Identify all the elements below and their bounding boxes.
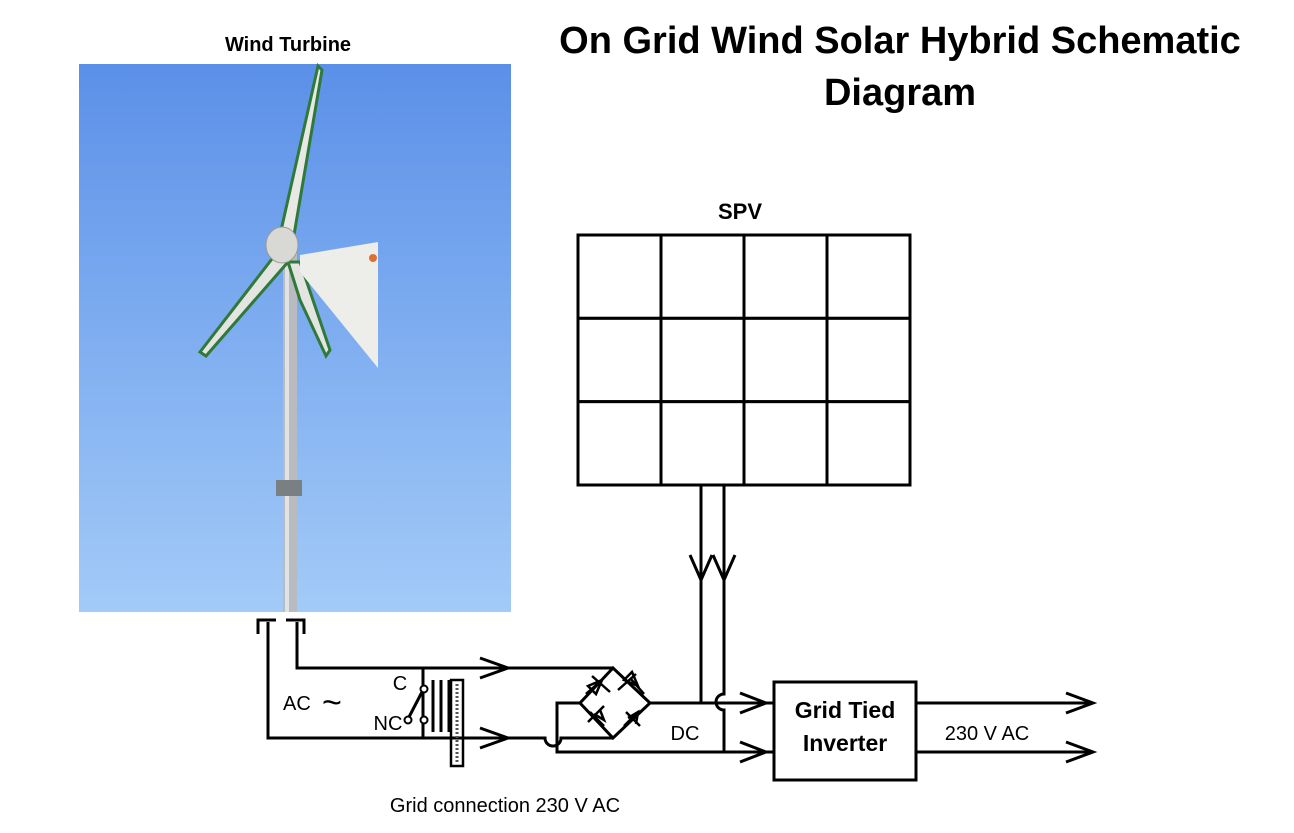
wind-turbine-photo (79, 63, 511, 612)
relay-common-label: C (393, 673, 407, 695)
spv-cell (576, 316, 663, 404)
spv-cell (659, 316, 746, 404)
spv-cell (659, 400, 746, 487)
spv-cell (659, 233, 746, 320)
spv-panel (576, 233, 912, 487)
output-voltage-label: 230 V AC (945, 723, 1030, 745)
spv-cell (576, 233, 663, 320)
spv-cell (825, 316, 912, 404)
wind-turbine-label: Wind Turbine (225, 34, 351, 56)
ac-label: AC (283, 693, 311, 715)
inverter-label-2: Inverter (803, 730, 887, 756)
grid-connection-label: Grid connection 230 V AC (390, 795, 620, 817)
title-line-1: On Grid Wind Solar Hybrid Schematic (559, 20, 1241, 62)
inverter-label-1: Grid Tied (795, 697, 896, 723)
ac-tilde-symbol: ~ (322, 684, 342, 722)
title-line-2: Diagram (824, 72, 976, 114)
spv-cell (742, 316, 829, 404)
dc-label: DC (671, 723, 700, 745)
spv-cell (742, 400, 829, 487)
ac-output-wires (916, 691, 1098, 764)
grid-tied-inverter (772, 680, 918, 782)
spv-cell (825, 233, 912, 320)
spv-cell (742, 233, 829, 320)
ac-wiring (256, 618, 613, 750)
relay (403, 668, 465, 768)
bridge-rectifier (555, 665, 774, 764)
spv-label: SPV (718, 199, 762, 224)
relay-nc-label: NC (374, 713, 403, 735)
spv-wires (688, 485, 737, 752)
spv-cell (576, 400, 663, 487)
spv-cell (825, 400, 912, 487)
